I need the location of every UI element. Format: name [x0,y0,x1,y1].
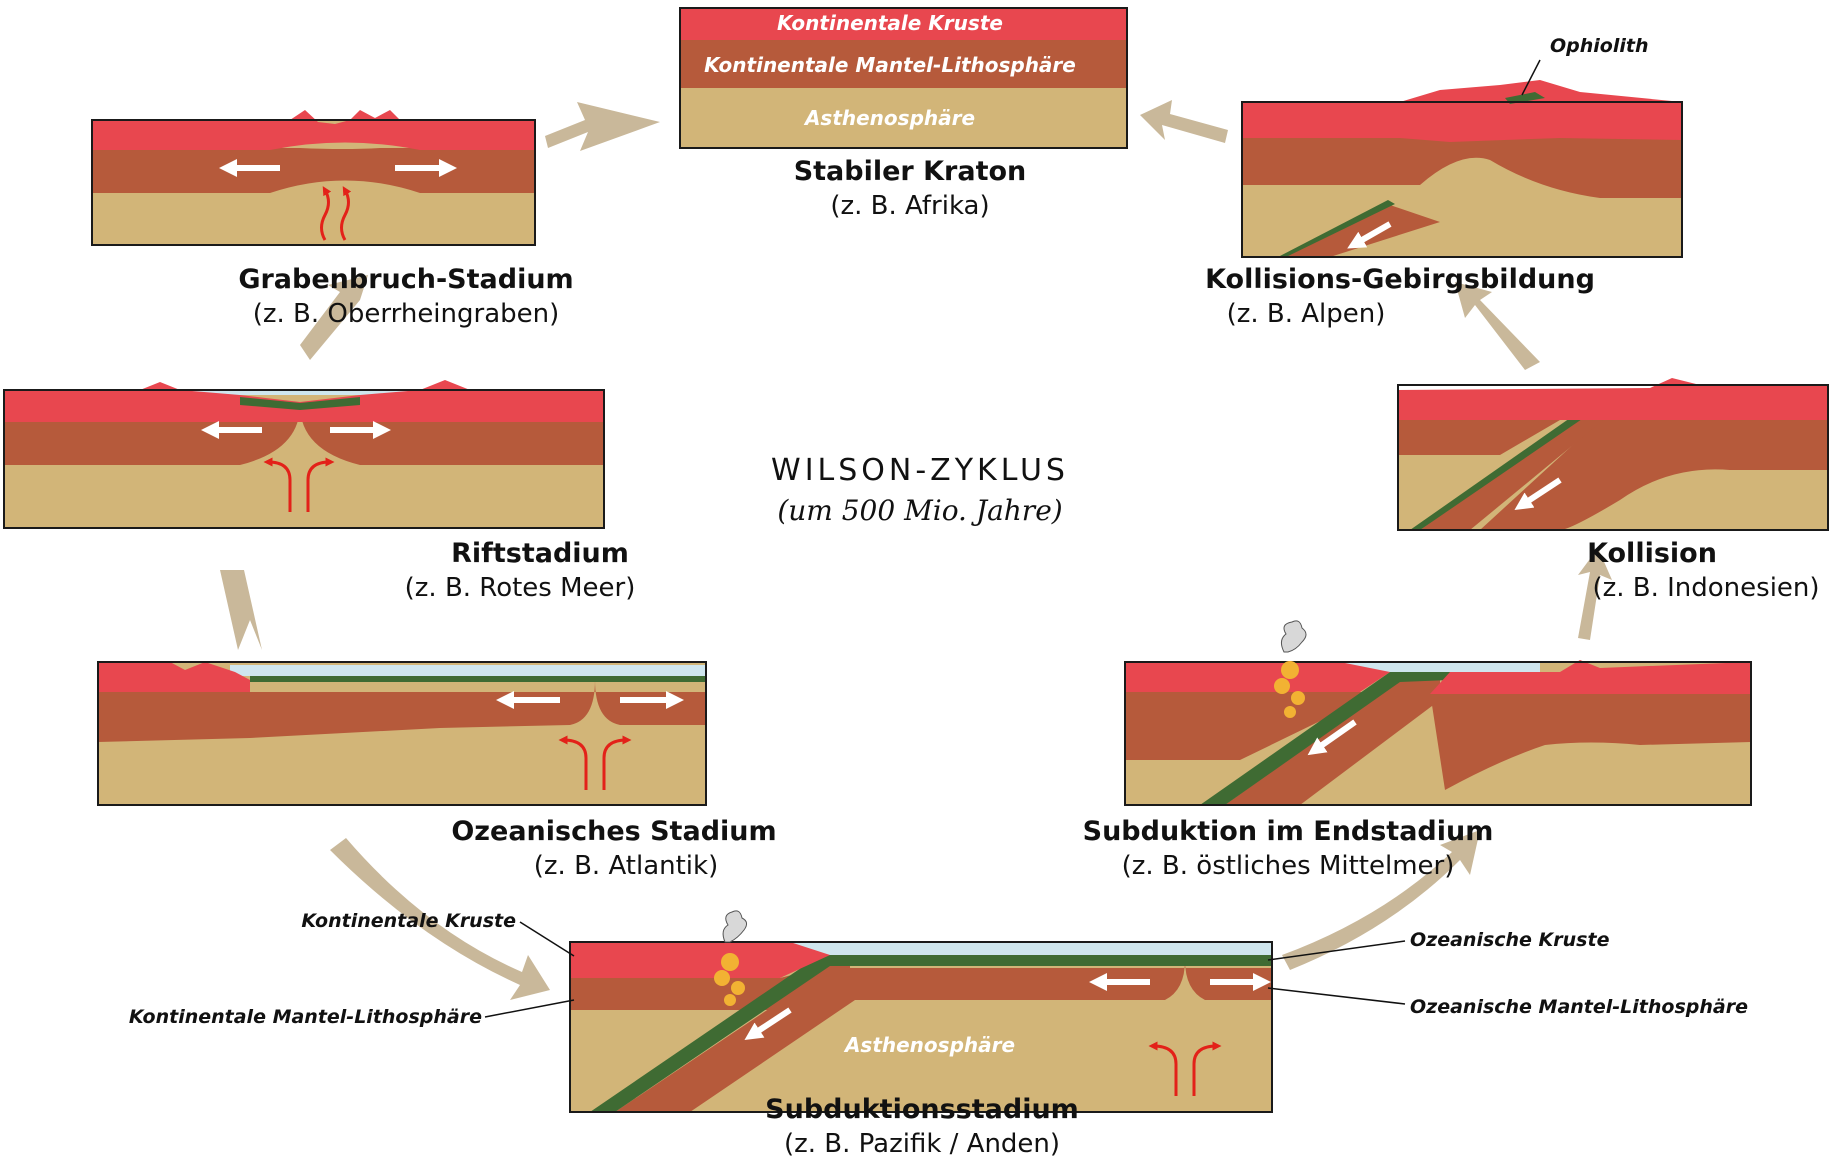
callout-oceanic-crust: Ozeanische Kruste [1410,929,1610,951]
orogeny-slab [1282,205,1440,257]
subduction-volcano-smoke [722,910,748,943]
ocean-heat-arrow-right [602,735,632,790]
collision-slab [1420,395,1630,530]
kraton-title: Stabiler Kraton [794,156,1027,187]
subduction-heat-arrow-left [1148,1041,1178,1096]
cycle-arrow-subduction-to-endstage [1282,830,1480,970]
collision-crust [1398,378,1828,420]
rift-heat-arrow-right [306,457,335,512]
collision-oceanic-crust [1410,390,1620,530]
collision-right-mantle [1480,420,1828,530]
graben-heat-arrow-2 [340,186,352,241]
orogeny-plate-motion-arrow [1347,221,1392,249]
ocean-heat-arrow-left [558,735,588,790]
stage-orogeny: Ophiolith Kollisions-Gebirgsbildung (z. … [1205,35,1683,329]
endstage-magma [1274,661,1305,718]
callout-line-continental-crust [519,921,575,957]
kraton-continental-crust [680,8,1127,40]
collision-example: (z. B. Indonesien) [1592,573,1819,603]
subduction-example: (z. B. Pazifik / Anden) [784,1129,1060,1159]
subduction-asthenosphere-label: Asthenosphäre [843,1033,1015,1057]
ocean-title: Ozeanisches Stadium [451,816,776,847]
ocean-example: (z. B. Atlantik) [534,851,718,881]
rift-heat-arrow-left [263,457,292,512]
endstage-ocean [1340,662,1540,672]
graben-example: (z. B. Oberrheingraben) [253,299,560,329]
subduction-magma [714,953,745,1006]
orogeny-example: (z. B. Alpen) [1227,299,1386,329]
cycle-arrow-endstage-to-collision [1578,548,1612,640]
ophiolite-callout-line [1521,59,1541,96]
cycle-arrow-collision-to-orogeny [1455,282,1540,370]
subduction-oceanic-mantle [615,960,1272,1112]
endstage-crust-left [1125,662,1390,692]
endstage-volcano-smoke [1280,620,1307,653]
endstage-left-mantle [1125,692,1380,760]
callout-line-continental-mantle [484,999,575,1018]
kraton-asthenosphere [680,88,1127,148]
ocean-continental-crust [98,662,250,692]
kraton-asthenosphere-label: Asthenosphäre [803,106,975,130]
collision-left-mantle [1398,420,1560,455]
cycle-subtitle: (um 500 Mio. Jahre) [777,494,1062,527]
rift-title: Riftstadium [451,538,629,569]
collision-title: Kollision [1587,538,1717,569]
callout-continental-crust: Kontinentale Kruste [301,910,516,932]
collision-plate-motion-arrow [1514,477,1562,510]
graben-heat-arrow-1 [320,186,332,241]
endstage-title: Subduktion im Endstadium [1083,816,1494,847]
cycle-arrow-graben-to-rift [300,275,368,360]
endstage-example: (z. B. östliches Mittelmer) [1122,851,1455,881]
graben-mantle-lithosphere [92,148,535,193]
stage-end-subduction: Subduktion im Endstadium (z. B. östliche… [1083,620,1752,881]
subduction-plate-motion-arrow [744,1007,792,1040]
orogeny-title: Kollisions-Gebirgsbildung [1205,264,1595,295]
cycle-title: WILSON-ZYKLUS [771,453,1069,488]
endstage-plate-motion-arrow [1307,719,1357,756]
cycle-arrow-rift-to-ocean [220,570,262,650]
callout-line-oceanic-mantle [1267,987,1406,1005]
stage-subduction: Asthenosphäre Kontinentale Kruste Kontin… [129,910,1748,1159]
ocean-water [230,665,706,676]
cycle-arrows [220,100,1612,1000]
endstage-slab-mantle [1225,680,1440,805]
subduction-oceanic-crust [590,955,1272,1112]
subduction-heat-arrow-right [1192,1041,1222,1096]
kraton-mantle-label: Kontinentale Mantel-Lithosphäre [704,53,1076,77]
ocean-oceanic-crust [250,676,706,682]
callout-continental-mantle: Kontinentale Mantel-Lithosphäre [129,1006,482,1028]
graben-title: Grabenbruch-Stadium [238,264,573,295]
stage-graben: Grabenbruch-Stadium (z. B. Oberrheingrab… [91,110,574,329]
endstage-right-mantle [1430,692,1751,790]
stage-collision: Kollision (z. B. Indonesien) [1397,378,1829,603]
callout-line-oceanic-crust [1267,940,1406,961]
kraton-crust-label: Kontinentale Kruste [777,11,1003,35]
rift-example: (z. B. Rotes Meer) [405,573,636,603]
orogeny-crust [1242,80,1682,142]
subduction-title: Subduktionsstadium [765,1094,1079,1125]
subduction-continental-crust [570,942,830,978]
kraton-mantle-lithosphere [680,40,1127,88]
cycle-arrow-kraton-to-graben [545,102,660,151]
subduction-ocean-water [790,943,1272,955]
kraton-example: (z. B. Afrika) [830,191,989,221]
rift-oceanic-crust [240,397,360,410]
orogeny-slab-crust [1278,200,1395,257]
cycle-arrow-orogeny-to-kraton [1140,100,1228,143]
endstage-crust-right [1430,660,1751,694]
stage-rift: Riftstadium (z. B. Rotes Meer) [3,380,636,603]
ophiolite-label: Ophiolith [1550,35,1648,57]
endstage-oceanic-crust [1200,672,1450,805]
stage-kraton: Kontinentale Kruste Kontinentale Mantel-… [679,7,1128,221]
stage-ocean: Ozeanisches Stadium (z. B. Atlantik) [97,661,777,881]
ocean-mantle-lithosphere [98,680,706,742]
callout-oceanic-mantle: Ozeanische Mantel-Lithosphäre [1410,996,1748,1018]
cycle-arrow-ocean-to-subduction [330,838,550,1000]
orogeny-mantle [1242,138,1682,198]
